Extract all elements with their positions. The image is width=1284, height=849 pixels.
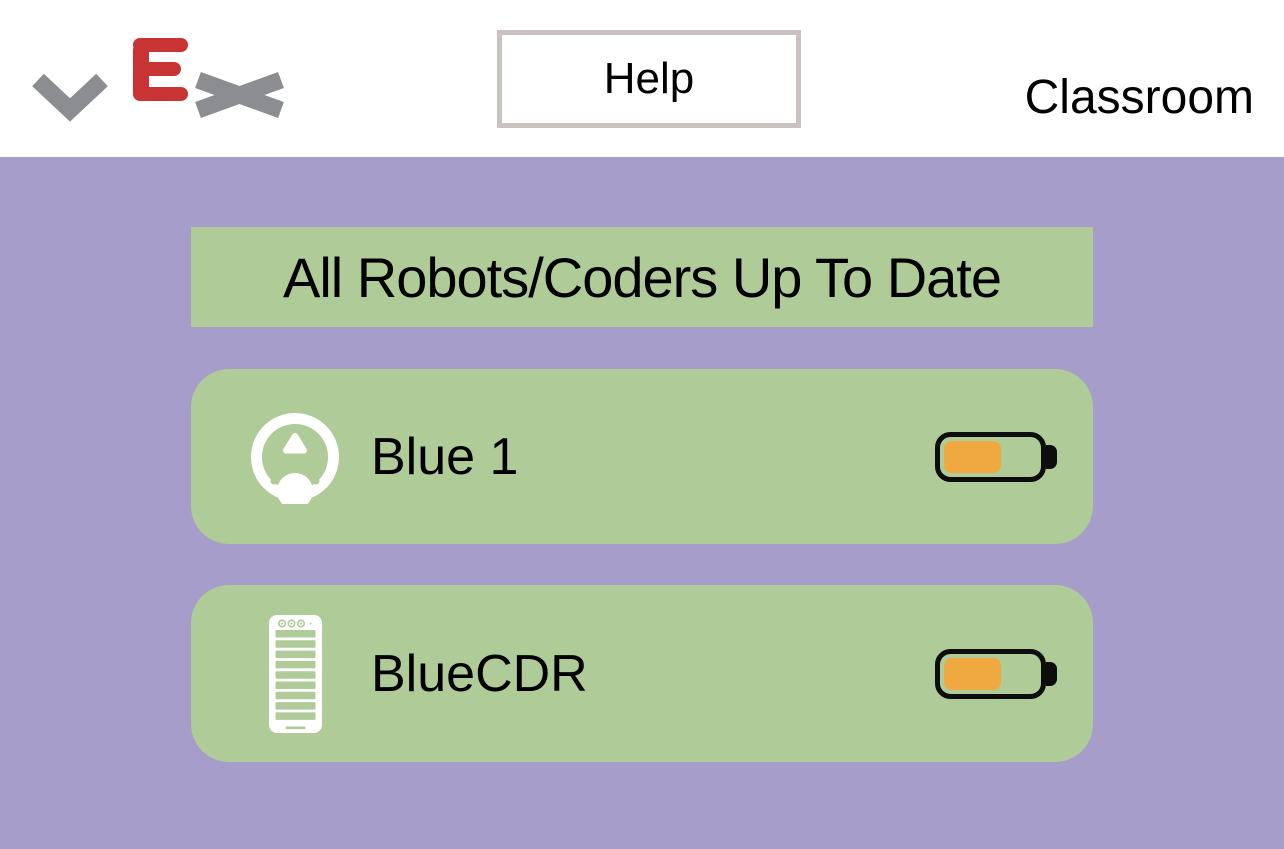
top-bar: Help Classroom xyxy=(0,0,1284,157)
battery-indicator xyxy=(935,431,1057,482)
device-name: BlueCDR xyxy=(371,644,588,703)
help-button[interactable]: Help xyxy=(497,30,801,128)
classroom-label: Classroom xyxy=(1024,71,1254,124)
vex-logo-e xyxy=(133,38,188,101)
device-name: Blue 1 xyxy=(371,427,519,486)
battery-terminal xyxy=(1046,661,1057,686)
device-card-bluecdr[interactable]: BlueCDR xyxy=(191,585,1093,762)
device-panel: All Robots/Coders Up To Date Blue 1 xyxy=(0,157,1284,849)
device-card-blue-1[interactable]: Blue 1 xyxy=(191,369,1093,544)
battery-fill xyxy=(944,440,1001,473)
vex-logo-icon xyxy=(32,38,284,122)
vex-logo-v xyxy=(32,73,108,122)
robot-123-icon xyxy=(249,397,341,517)
battery-terminal xyxy=(1046,444,1057,469)
coder-device-icon xyxy=(249,614,341,734)
status-banner: All Robots/Coders Up To Date xyxy=(191,227,1093,327)
battery-fill xyxy=(944,657,1001,690)
battery-indicator xyxy=(935,648,1057,699)
vex-logo-x xyxy=(195,72,284,118)
